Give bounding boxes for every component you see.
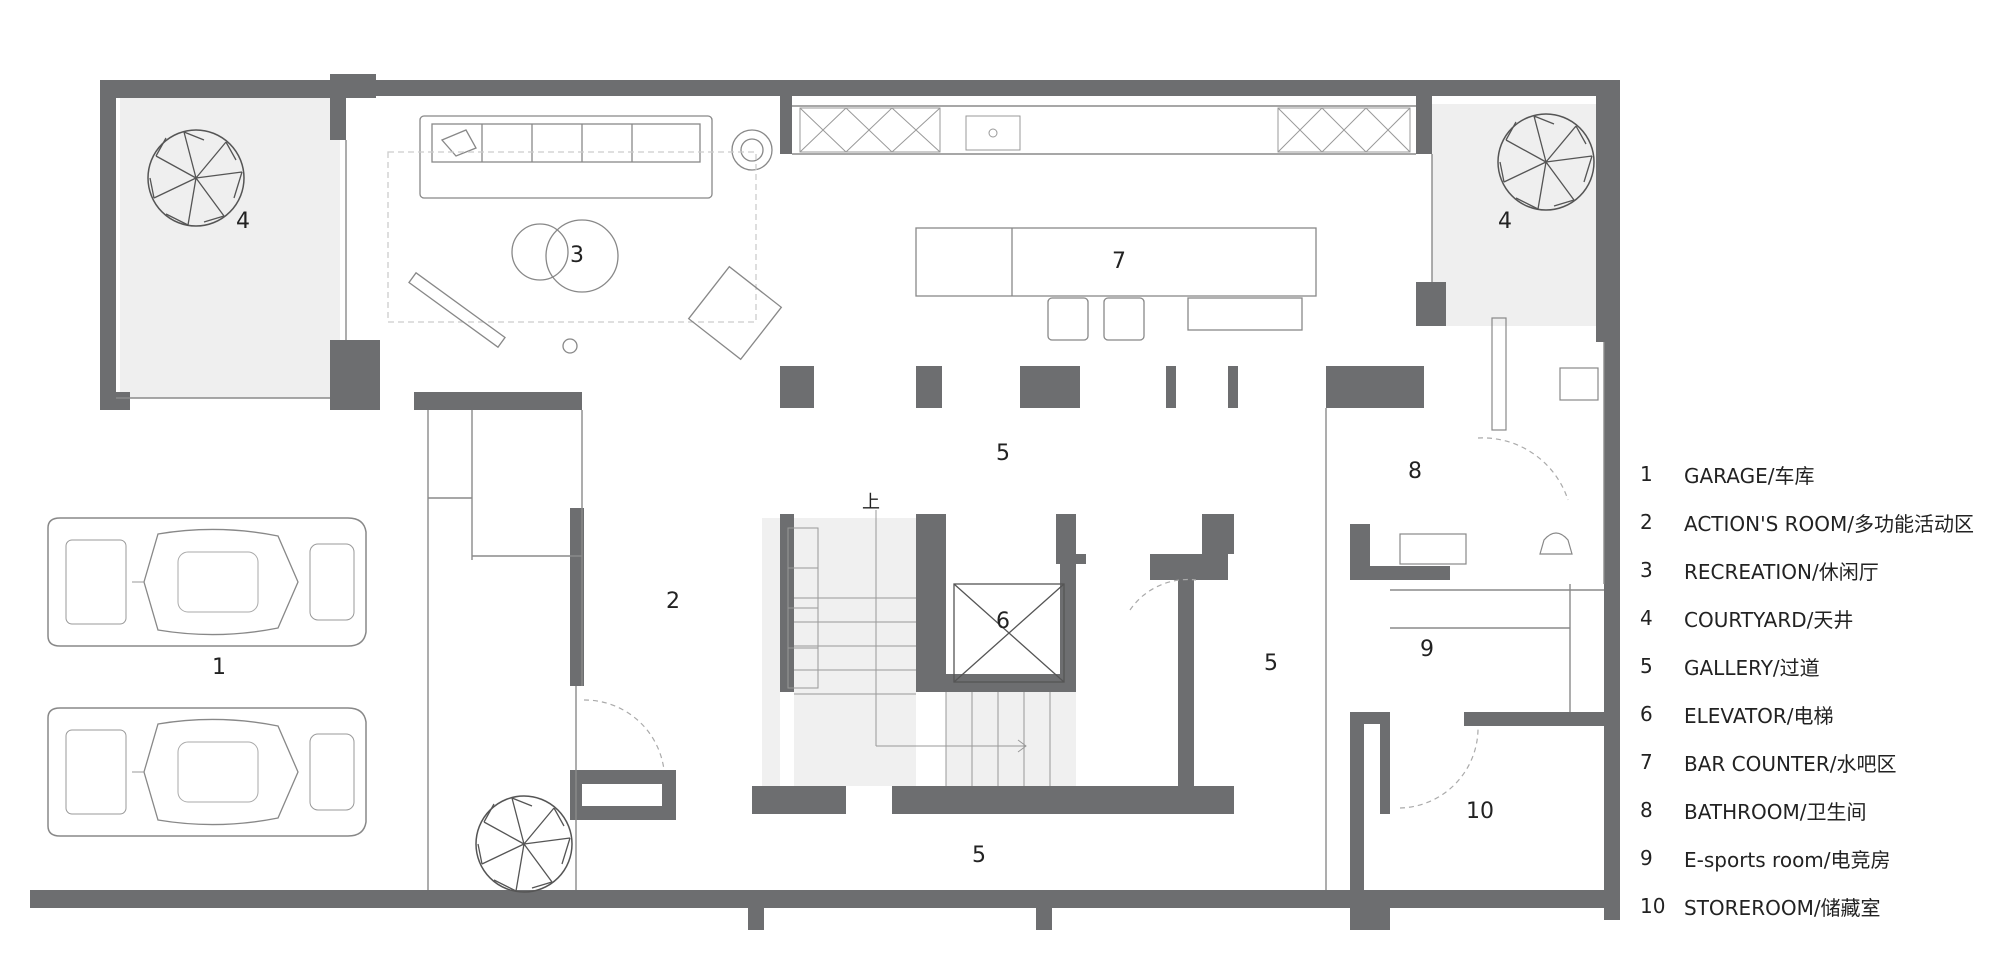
legend-number: 6: [1640, 702, 1653, 726]
bathroom-fixtures: [1399, 317, 1599, 565]
tree-action-room: [475, 795, 573, 893]
legend-item: 4 COURTYARD/天井: [1640, 594, 1980, 642]
legend-item: 7 BAR COUNTER/水吧区: [1640, 738, 1980, 786]
legend-number: 1: [1640, 462, 1653, 486]
legend-label: GALLERY/过道: [1684, 655, 1820, 680]
courtyard-right: [1432, 104, 1596, 326]
legend-item: 1 GARAGE/车库: [1640, 450, 1980, 498]
legend-label: E-sports room/电竞房: [1684, 847, 1891, 872]
legend-label: ACTION'S ROOM/多功能活动区: [1684, 511, 1975, 536]
legend-item: 3 RECREATION/休闲厅: [1640, 546, 1980, 594]
legend: 1 GARAGE/车库 2 ACTION'S ROOM/多功能活动区 3 RECREATI…: [1640, 450, 1980, 930]
stairs: [762, 510, 1076, 786]
legend-number: 10: [1640, 894, 1666, 918]
legend-label: ELEVATOR/电梯: [1684, 703, 1834, 728]
courtyard-left: [120, 98, 340, 398]
recreation-furniture: [387, 115, 783, 361]
label-bathroom: 8: [1408, 459, 1422, 484]
legend-number: 2: [1640, 510, 1653, 534]
legend-label: STOREROOM/储藏室: [1684, 895, 1881, 920]
legend-item: 9 E-sports room/电竞房: [1640, 834, 1980, 882]
label-elevator: 6: [996, 609, 1010, 634]
legend-item: 8 BATHROOM/卫生间: [1640, 786, 1980, 834]
thin-lines: [116, 105, 1605, 890]
label-storeroom: 10: [1466, 799, 1494, 824]
legend-item: 5 GALLERY/过道: [1640, 642, 1980, 690]
legend-number: 7: [1640, 750, 1653, 774]
legend-item: 10 STOREROOM/储藏室: [1640, 882, 1980, 930]
legend-number: 3: [1640, 558, 1653, 582]
legend-label: RECREATION/休闲厅: [1684, 559, 1879, 584]
legend-number: 9: [1640, 846, 1653, 870]
legend-label: BAR COUNTER/水吧区: [1684, 751, 1897, 776]
label-gallery-top: 5: [996, 441, 1010, 466]
legend-number: 5: [1640, 654, 1653, 678]
legend-label: COURTYARD/天井: [1684, 607, 1854, 632]
floor-plan: 1 2 3 4 4 7 5 5 5 6 8 9 10 上: [30, 74, 1620, 930]
elevator-shaft: [953, 583, 1065, 683]
label-esports: 9: [1420, 637, 1434, 662]
label-courtyard-left: 4: [236, 209, 250, 234]
cabinets: [799, 107, 1411, 153]
door-swings: [583, 437, 1569, 809]
label-action-room: 2: [666, 589, 680, 614]
car-bottom: [47, 707, 367, 837]
legend-item: 2 ACTION'S ROOM/多功能活动区: [1640, 498, 1980, 546]
label-bar: 7: [1112, 249, 1126, 274]
walls: [30, 74, 1620, 930]
bar-counter: [915, 227, 1317, 341]
legend-number: 4: [1640, 606, 1653, 630]
legend-label: GARAGE/车库: [1684, 463, 1815, 488]
label-gallery-bottom: 5: [972, 843, 986, 868]
legend-item: 6 ELEVATOR/电梯: [1640, 690, 1980, 738]
label-recreation: 3: [570, 243, 584, 268]
label-gallery-right: 5: [1264, 651, 1278, 676]
label-courtyard-right: 4: [1498, 209, 1512, 234]
label-garage: 1: [212, 655, 226, 680]
plan-drawing: 1 2 3 4 4 7 5 5 5 6 8 9 10 上: [30, 74, 1620, 930]
legend-label: BATHROOM/卫生间: [1684, 799, 1867, 824]
label-stair-up: 上: [862, 492, 880, 513]
car-top: [47, 517, 367, 647]
legend-number: 8: [1640, 798, 1653, 822]
